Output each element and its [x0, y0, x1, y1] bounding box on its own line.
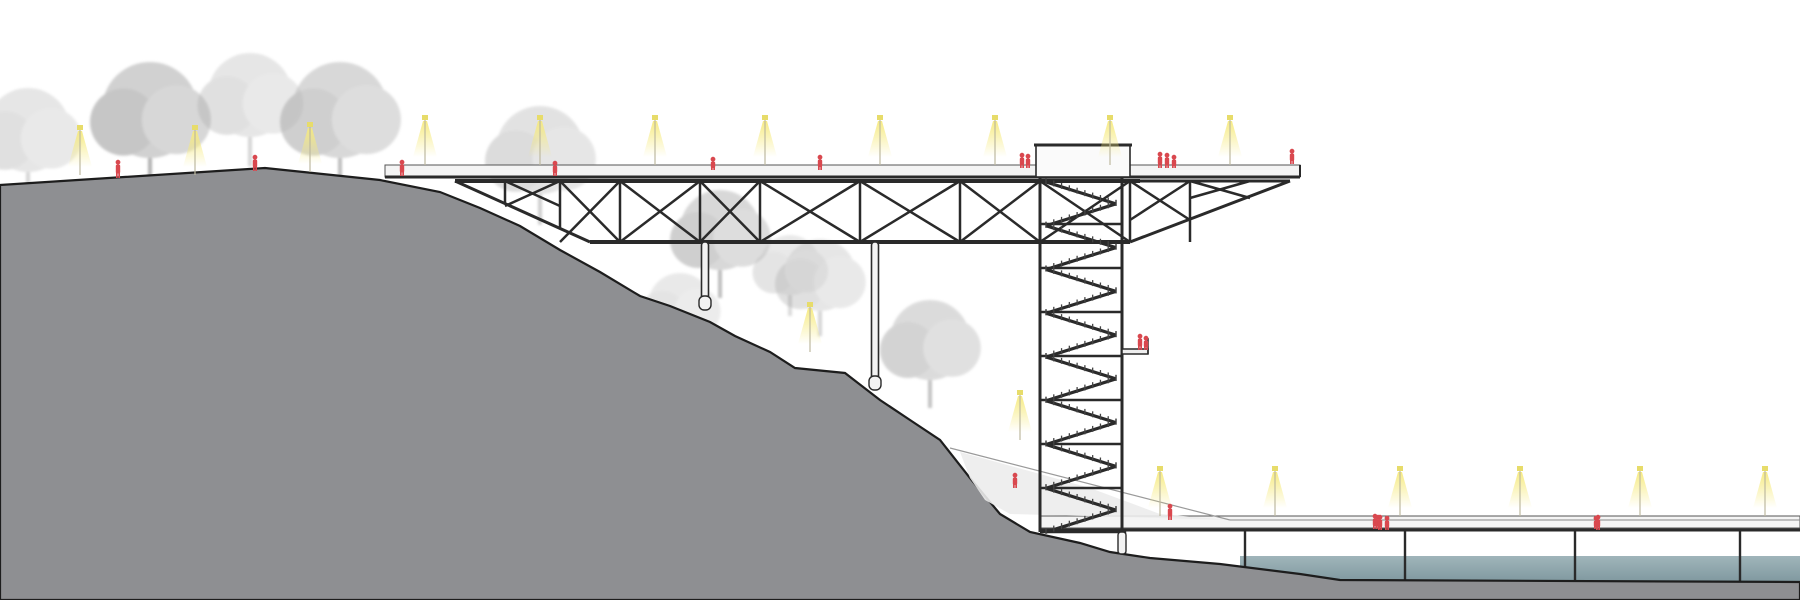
- person-icon: [1289, 148, 1295, 164]
- truss-diagonal: [759, 179, 861, 244]
- stair-flight: [1045, 506, 1117, 534]
- lamp-icon: [798, 302, 822, 352]
- tower-footing: [1117, 531, 1127, 555]
- pedestrians: [115, 148, 1601, 530]
- tree-icon: [880, 300, 981, 408]
- truss-diagonal: [859, 179, 961, 244]
- person-icon: [1171, 154, 1177, 168]
- stair-flight: [1045, 265, 1117, 294]
- truss-diagonal: [1129, 179, 1191, 222]
- lamp-icon: [1218, 115, 1242, 165]
- person-icon: [817, 154, 823, 170]
- lamp-icon: [753, 115, 777, 165]
- truss-diagonal: [699, 180, 761, 243]
- person-icon: [1025, 153, 1031, 168]
- person-icon: [552, 160, 558, 176]
- lamp-icon: [983, 115, 1007, 165]
- lamp-icon: [643, 115, 667, 165]
- truss-diagonal: [619, 180, 701, 243]
- lamp-icon: [1098, 115, 1122, 165]
- tree-icon: [280, 62, 401, 192]
- person-icon: [115, 159, 121, 178]
- access-ramp: [949, 447, 1231, 521]
- person-icon: [399, 159, 405, 176]
- tree-icon: [0, 88, 82, 202]
- stair-flight: [1045, 178, 1117, 206]
- lamp-icon: [298, 122, 322, 172]
- person-icon: [1137, 333, 1143, 350]
- person-icon: [1372, 513, 1378, 529]
- stair-flight: [1045, 243, 1117, 272]
- truss-diagonal: [1189, 179, 1251, 200]
- person-icon: [710, 156, 716, 170]
- person-icon: [1012, 472, 1018, 488]
- lamp-icon: [1388, 466, 1412, 516]
- support-column: [870, 241, 880, 389]
- lamp-icon: [1008, 390, 1032, 440]
- person-icon: [1143, 335, 1149, 350]
- terrain-hillside: [0, 166, 1800, 600]
- column-footing: [868, 375, 882, 391]
- stair-flight: [1045, 287, 1117, 316]
- lamp-icon: [413, 115, 437, 165]
- person-icon: [1593, 515, 1599, 529]
- lamp-icon: [1148, 466, 1172, 516]
- stair-flight: [1045, 199, 1117, 228]
- person-icon: [1019, 152, 1025, 168]
- stair-flight: [1045, 309, 1117, 338]
- person-icon: [1167, 503, 1173, 520]
- person-icon: [1384, 515, 1390, 530]
- stair-flight: [1045, 418, 1117, 447]
- truss-diagonal: [559, 180, 621, 243]
- lamp-icon: [1263, 466, 1287, 516]
- lamp-icon: [1628, 466, 1652, 516]
- lamp-icon: [183, 125, 207, 175]
- person-icon: [1164, 152, 1170, 168]
- tree-icon: [90, 62, 211, 192]
- stair-flight: [1045, 374, 1117, 403]
- person-icon: [252, 154, 258, 171]
- lower-walkway: [1039, 515, 1800, 584]
- truss-diagonal: [959, 180, 1041, 243]
- lamp-icon: [68, 125, 92, 175]
- lamp-icon: [528, 115, 552, 165]
- tree-icon: [197, 53, 304, 167]
- stair-tower: [1034, 143, 1149, 555]
- column-footing: [698, 295, 712, 311]
- tree-icon: [752, 235, 829, 316]
- truss-diagonal: [504, 179, 561, 208]
- upper-deck: [384, 164, 1301, 178]
- person-icon: [1157, 151, 1163, 168]
- lamp-icon: [1508, 466, 1532, 516]
- street-lamps: [68, 115, 1777, 516]
- lamp-icon: [868, 115, 892, 165]
- lamp-icon: [1753, 466, 1777, 516]
